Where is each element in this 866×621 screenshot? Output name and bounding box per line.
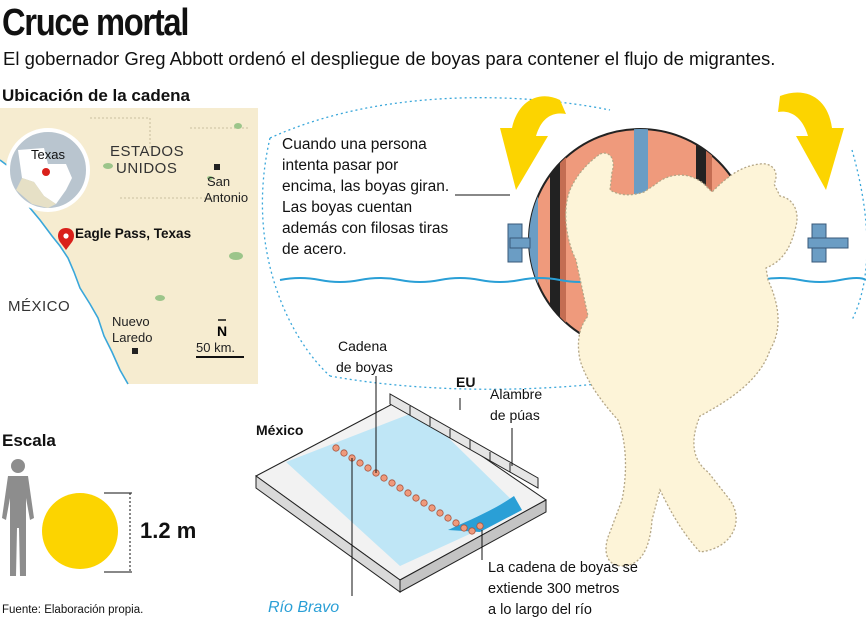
migrant-figure-silhouette — [565, 152, 798, 567]
rotation-arrow-left-icon — [500, 96, 566, 190]
label-mexico: MÉXICO — [8, 298, 71, 315]
label-eagle-pass: Eagle Pass, Texas — [75, 226, 192, 241]
source-note: Fuente: Elaboración propia. — [2, 604, 144, 616]
texas-inset — [6, 128, 90, 212]
buoy-illustration — [261, 92, 866, 567]
buoy-scale-circle — [42, 493, 118, 569]
eagle-pass-pin-icon — [58, 228, 74, 250]
location-map: N — [0, 108, 258, 385]
svg-text:N: N — [217, 323, 227, 339]
inset-label: Texas — [31, 147, 65, 162]
rotation-arrow-right-icon — [778, 92, 844, 190]
page-title: Cruce mortal — [2, 2, 189, 44]
label-cadena-de-boyas: Cadena de boyas — [336, 338, 393, 375]
buoy-chain — [332, 444, 484, 535]
scale-heading: Escala — [2, 431, 56, 450]
buoy-description: Cuando una persona intenta pasar por enc… — [282, 136, 450, 258]
scale-comparison — [2, 459, 132, 576]
person-silhouette-icon — [2, 459, 34, 576]
label-estados-unidos: ESTADOS UNIDOS — [110, 143, 185, 177]
label-mexico-bank: México — [256, 422, 304, 438]
label-chain-extent: La cadena de boyas se extiende 300 metro… — [488, 560, 638, 618]
water-surface-line — [279, 277, 866, 283]
scale-value: 1.2 m — [140, 518, 197, 543]
label-san-antonio: San Antonio — [204, 174, 249, 205]
label-alambre-de-puas: Alambre de púas — [490, 386, 543, 423]
nuevo-laredo-marker — [132, 348, 138, 354]
label-eu: EU — [456, 374, 476, 390]
page-subtitle: El gobernador Greg Abbott ordenó el desp… — [3, 48, 776, 69]
north-arrow-icon: N — [217, 319, 227, 339]
label-rio-bravo: Río Bravo — [268, 599, 340, 616]
map-scale-label: 50 km. — [196, 340, 236, 355]
river-cross-section-diagram — [255, 376, 547, 596]
label-nuevo-laredo: Nuevo Laredo — [112, 314, 153, 345]
map-heading: Ubicación de la cadena — [2, 86, 191, 105]
san-antonio-marker — [214, 164, 220, 170]
barbed-wire-wall — [389, 393, 539, 489]
